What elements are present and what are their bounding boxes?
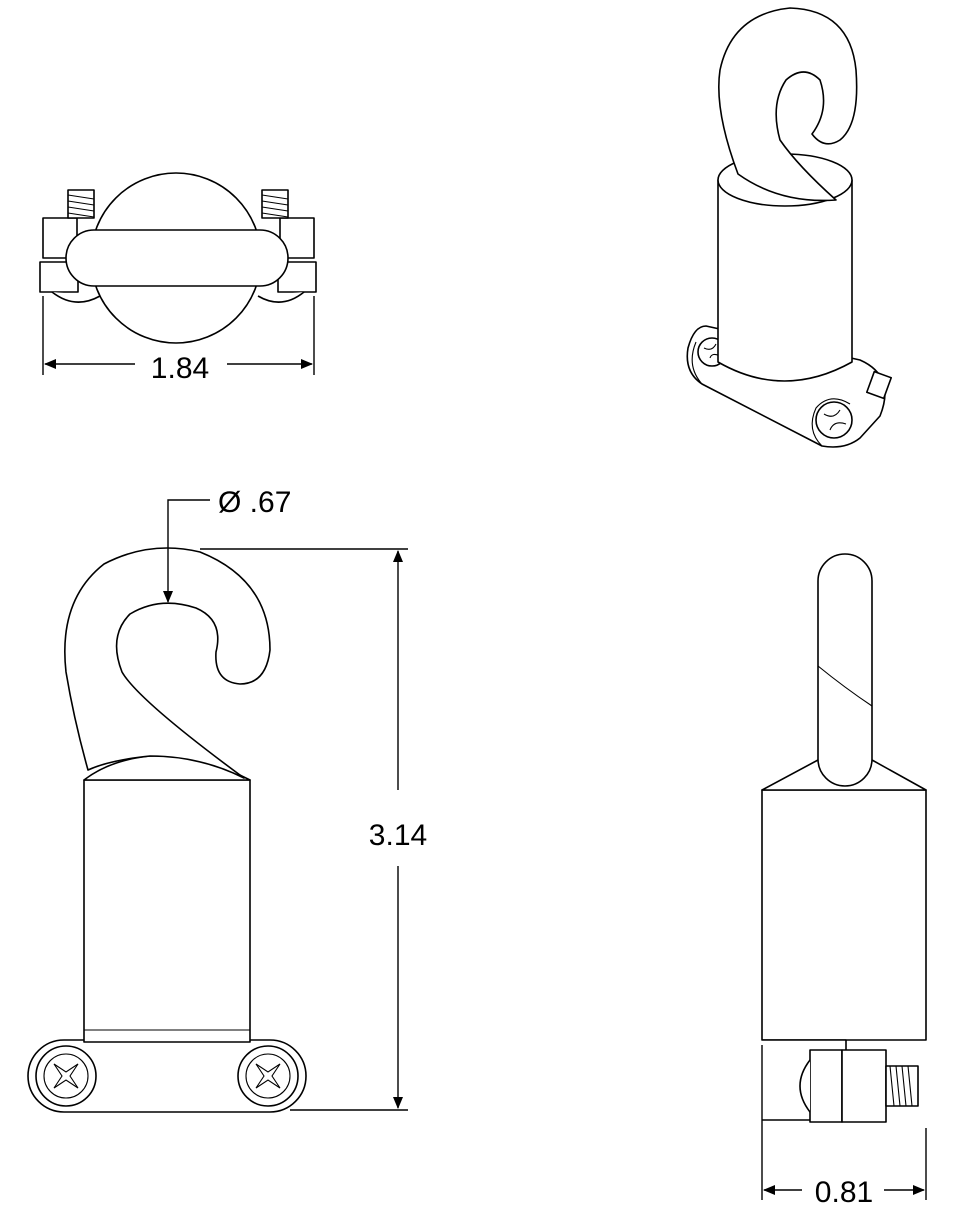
hook (64, 547, 271, 779)
isometric-view (686, 7, 893, 448)
dim-height-label: 3.14 (369, 819, 427, 852)
dim-depth-label: 0.81 (815, 1176, 873, 1209)
side-view (761, 553, 927, 1123)
thread-right (261, 189, 289, 219)
clamp-bar (65, 229, 289, 287)
dim-height: 3.14 (200, 548, 427, 1111)
front-view (27, 547, 307, 1113)
cylinder-body (83, 779, 251, 1043)
dim-depth: 0.81 (761, 1045, 927, 1209)
dim-diameter-label: Ø .67 (218, 486, 291, 519)
dim-width: 1.84 (42, 296, 315, 385)
top-view (39, 172, 317, 344)
dim-diameter: Ø .67 (163, 486, 291, 603)
hook-side (817, 553, 873, 787)
dim-width-label: 1.84 (151, 352, 209, 385)
thread-left (67, 189, 95, 219)
